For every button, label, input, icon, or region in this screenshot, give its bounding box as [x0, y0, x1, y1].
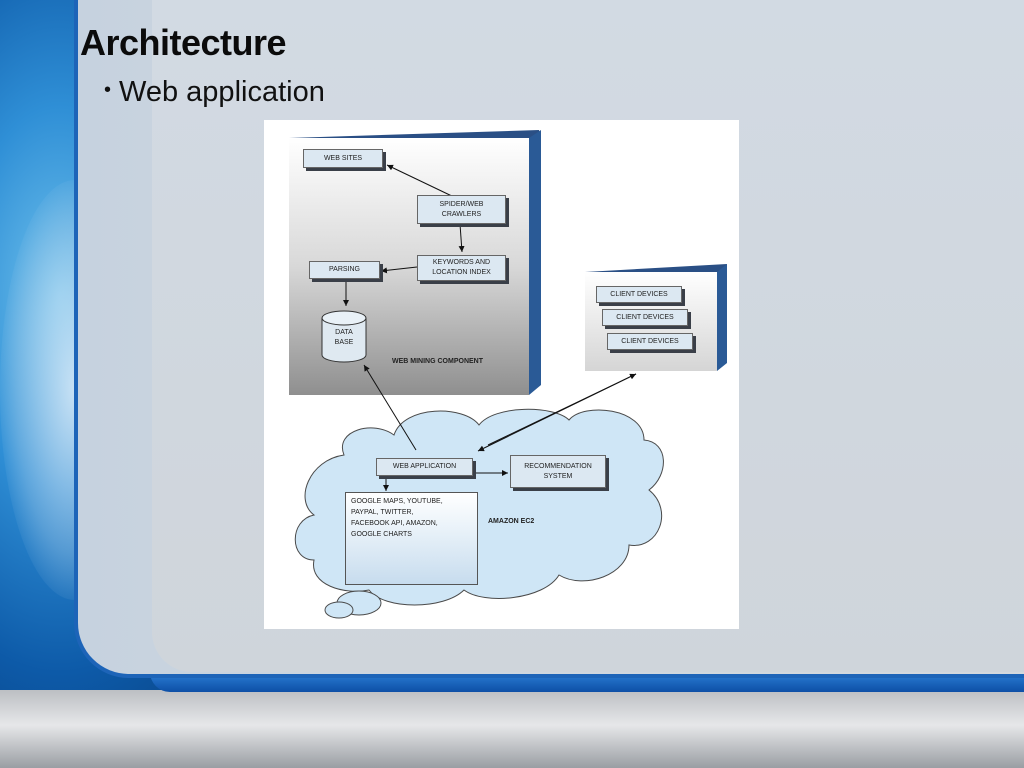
client-devices-box-3: CLIENT DEVICES: [607, 333, 693, 350]
bullet-dot: •: [104, 79, 112, 101]
web-application-box: WEB APPLICATION: [376, 458, 473, 476]
client-devices-box-2: CLIENT DEVICES: [602, 309, 688, 326]
keywords-index-box: KEYWORDS AND LOCATION INDEX: [417, 255, 506, 281]
bottom-strip: [0, 690, 1024, 768]
parsing-box: PARSING: [309, 261, 380, 279]
recommendation-system-box: RECOMMENDATION SYSTEM: [510, 455, 606, 488]
slide-title: Architecture: [80, 22, 287, 63]
bullet-item: • Web application: [104, 76, 325, 109]
web-sites-box: WEB SITES: [303, 149, 383, 168]
database-cylinder: [321, 310, 367, 363]
database-label: DATA BASE: [334, 329, 354, 346]
spider-crawlers-box: SPIDER/WEB CRAWLERS: [417, 195, 506, 224]
architecture-diagram: WEB SITES SPIDER/WEB CRAWLERS KEYWORDS A…: [264, 120, 739, 629]
apis-box: GOOGLE MAPS, YOUTUBE, PAYPAL, TWITTER, F…: [345, 492, 478, 585]
diagram-arrows: [343, 164, 637, 491]
bullet-text: Web application: [119, 76, 325, 108]
web-mining-label: WEB MINING COMPONENT: [392, 358, 483, 365]
amazon-ec2-label: AMAZON EC2: [488, 518, 535, 525]
client-devices-box-1: CLIENT DEVICES: [596, 286, 682, 303]
